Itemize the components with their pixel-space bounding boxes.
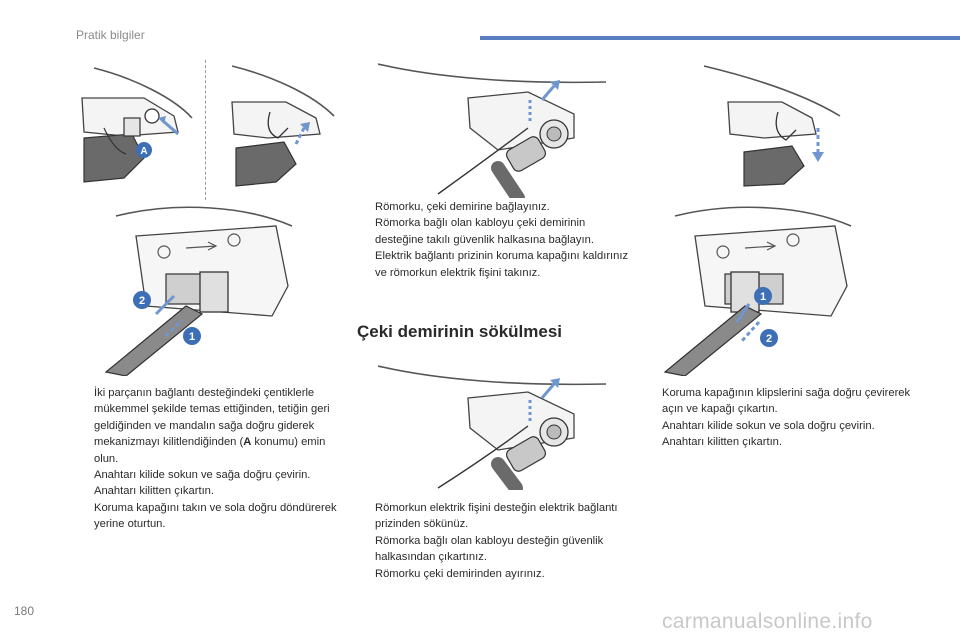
figure-trailer-connect	[378, 58, 608, 198]
figure-towbar-key-lock: A	[74, 58, 194, 188]
watermark: carmanualsonline.info	[662, 610, 873, 633]
figure-label-1: 1	[760, 291, 766, 303]
figure-label-circle	[136, 142, 152, 158]
figure-divider	[205, 60, 206, 200]
figure-cover-removal	[222, 58, 337, 188]
page-number: 180	[14, 604, 35, 618]
figure-cover-refit	[694, 58, 844, 188]
list-item: Anahtarı kilide sokun ve sola doğru çevi…	[662, 419, 875, 432]
figure-mechanism-remove: 1 2	[655, 196, 855, 376]
list-item: Anahtarı kilitten çıkartın.	[662, 436, 783, 449]
instructions-right: Koruma kapağının klipslerini sağa doğru …	[644, 385, 916, 451]
list-item: Elektrik bağlantı prizinin koruma kapağı…	[375, 250, 629, 279]
section-title: Pratik bilgiler	[76, 28, 145, 42]
list-item: Römorkun elektrik fişini desteğin elektr…	[375, 502, 618, 531]
header-accent-bar	[480, 36, 960, 40]
instructions-left: İki parçanın bağlantı desteğindeki çenti…	[76, 385, 348, 533]
section-heading: Çeki demirinin sökülmesi	[357, 322, 563, 341]
list-item: Anahtarı kilitten çıkartın.	[94, 485, 215, 498]
list-item: Römorku, çeki demirine bağlayınız.	[375, 201, 550, 213]
list-item: Römorka bağlı olan kabloyu çeki demirini…	[375, 217, 594, 246]
list-item: Anahtarı kilide sokun ve sağa doğru çevi…	[94, 469, 311, 482]
list-item: Römorku çeki demirinden ayırınız.	[375, 567, 545, 580]
list-item: Koruma kapağının klipslerini sağa doğru …	[662, 387, 911, 416]
list-item: Koruma kapağını takın ve sola doğru dönd…	[94, 501, 337, 531]
figure-mechanism-insert: 2 1	[96, 196, 296, 376]
figure-label-2: 2	[139, 295, 145, 307]
instructions-middle-top: Römorku, çeki demirine bağlayınız. Römor…	[357, 199, 629, 281]
figure-label-1: 1	[189, 331, 195, 343]
marker-a: A	[243, 436, 252, 449]
list-item: İki parçanın bağlantı desteğindeki çenti…	[94, 387, 330, 465]
figure-label-2: 2	[766, 333, 772, 345]
figure-trailer-disconnect	[378, 360, 608, 490]
figure-label-a: A	[140, 146, 147, 157]
list-item: Römorka bağlı olan kabloyu desteğin güve…	[375, 534, 604, 564]
instructions-middle-bottom: Römorkun elektrik fişini desteğin elektr…	[357, 500, 629, 582]
